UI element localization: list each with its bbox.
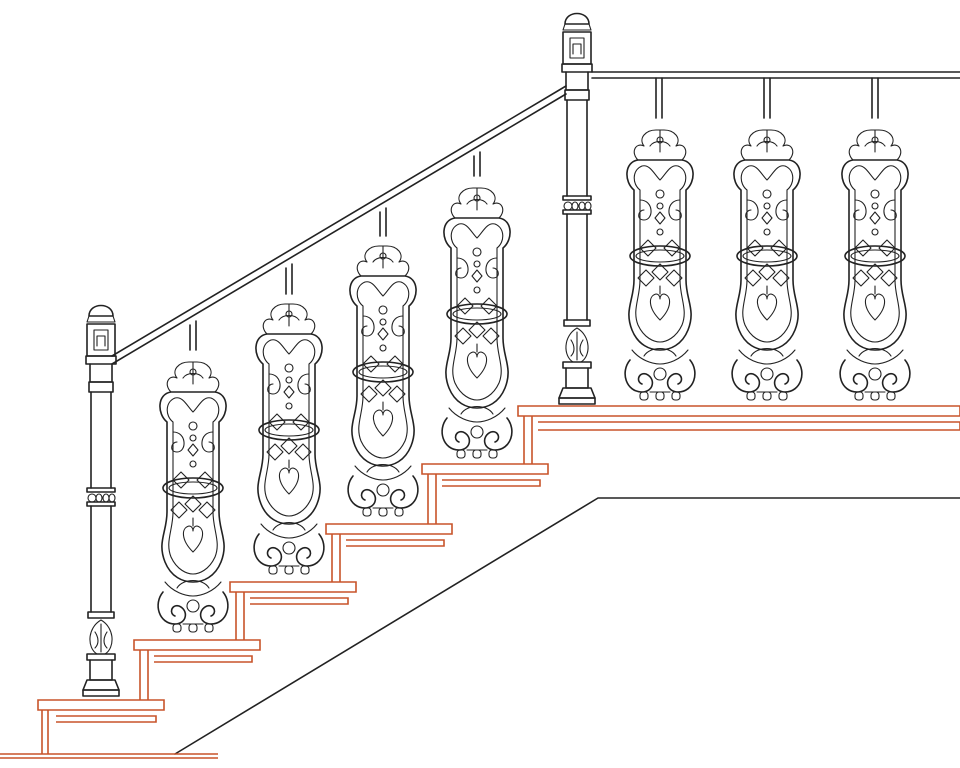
landing-baluster-2: [731, 129, 803, 401]
tread-2: [133, 639, 261, 700]
landing-baluster-1: [624, 129, 696, 401]
stair-steps: [0, 405, 960, 759]
newel-post-bottom: [82, 304, 120, 697]
baluster-4: [441, 187, 513, 459]
newel-post-landing: [558, 12, 596, 405]
baluster-3: [347, 245, 419, 517]
baluster-1: [157, 361, 229, 633]
tread-5: [421, 463, 549, 524]
tread-1: [0, 699, 218, 759]
landing-tread: [517, 405, 960, 464]
stair-stringer: [174, 497, 960, 755]
tread-3: [229, 581, 357, 640]
tread-4: [325, 523, 453, 582]
landing-baluster-3: [839, 129, 911, 401]
baluster-stems: [189, 77, 879, 351]
baluster-2: [253, 303, 325, 575]
handrail: [111, 71, 960, 365]
